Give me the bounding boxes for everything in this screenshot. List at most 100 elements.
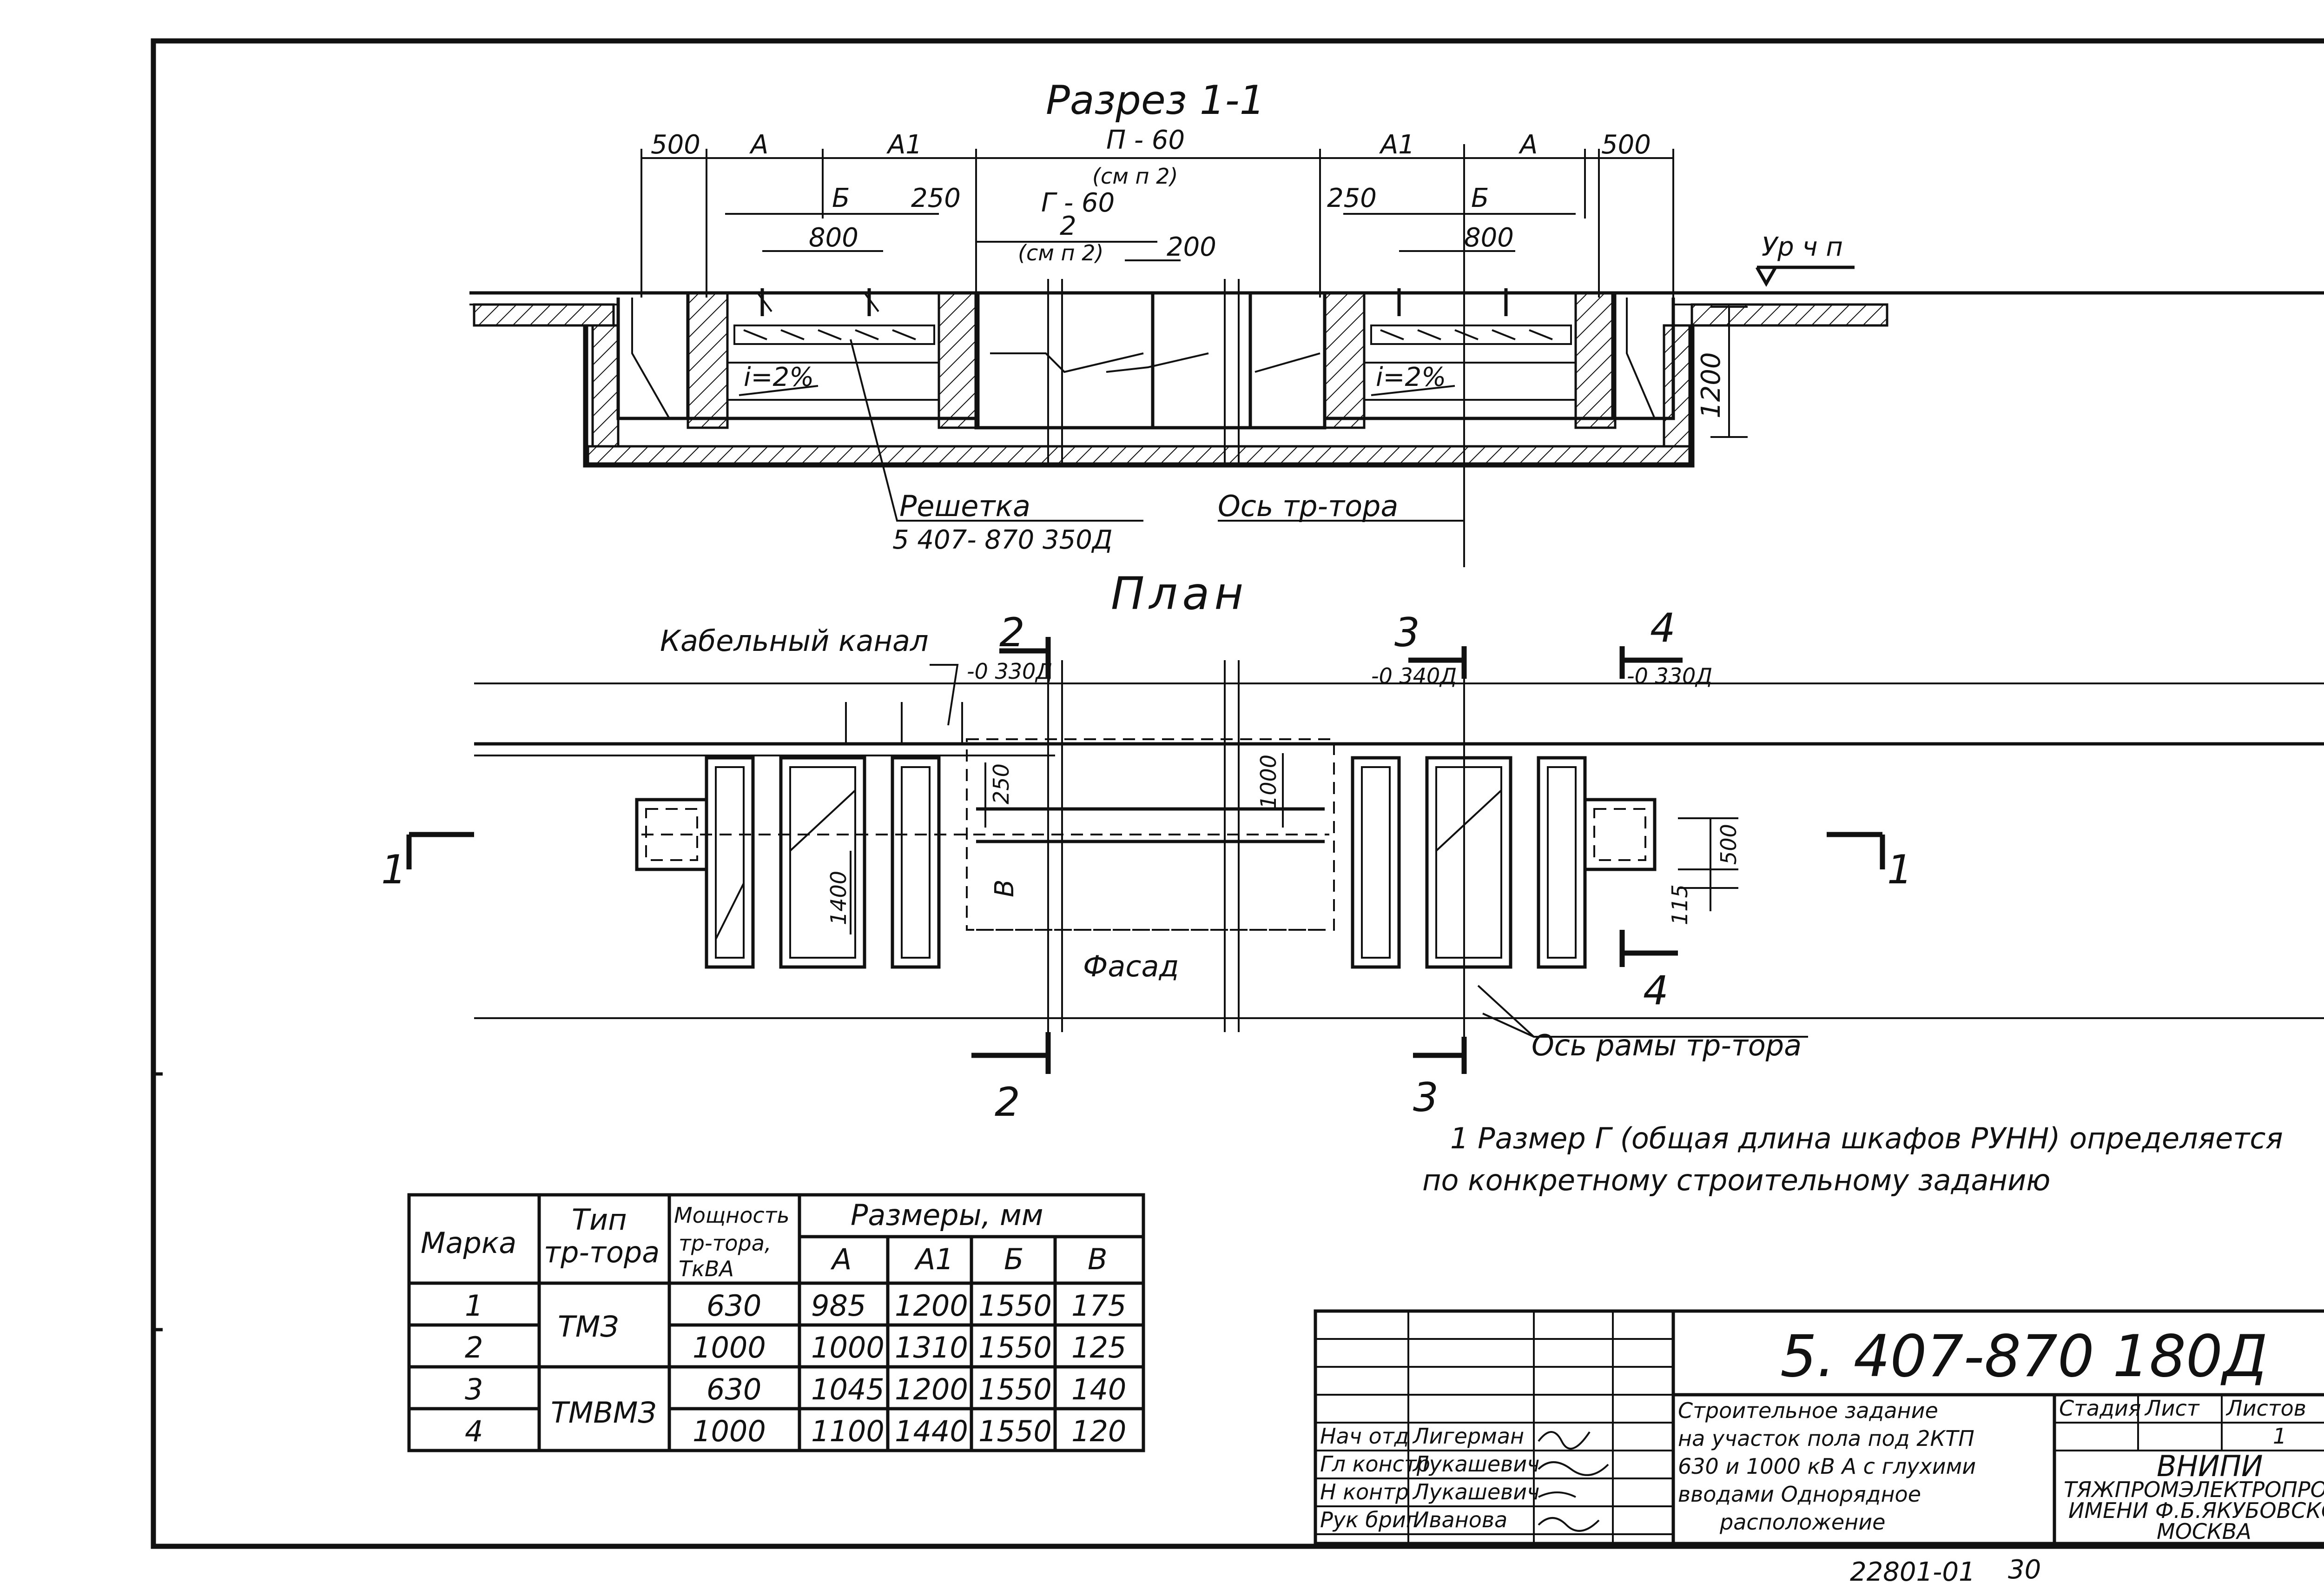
dim-b-left: Б bbox=[832, 183, 850, 213]
table-sub-v: В bbox=[1088, 1242, 1108, 1276]
table-cell-v: 175 bbox=[1071, 1289, 1126, 1323]
section1-right-marker: 1 bbox=[1887, 847, 1913, 893]
cut2-top-ref: -0 330Д bbox=[967, 659, 1052, 684]
dim-250-left: 250 bbox=[911, 183, 961, 213]
dim-800-left: 800 bbox=[809, 223, 858, 253]
dim-1400-plan: 1400 bbox=[826, 871, 851, 925]
dim-250-right: 250 bbox=[1327, 183, 1377, 213]
table-cell-mark: 1 bbox=[465, 1289, 483, 1323]
table-cell-v: 125 bbox=[1071, 1331, 1126, 1365]
table-row: 2 1000 1000 1310 1550 125 bbox=[465, 1331, 1126, 1365]
dim-500-right: 500 bbox=[1601, 130, 1651, 160]
cut3-top-number: 3 bbox=[1394, 610, 1420, 656]
table-row: 4 1000 1100 1440 1550 120 bbox=[465, 1414, 1126, 1448]
table-cell-a: 1100 bbox=[811, 1414, 885, 1448]
dim-500-plan: 500 bbox=[1716, 824, 1741, 865]
org-name-1: ВНИПИ bbox=[2157, 1449, 2263, 1483]
table-cell-mark: 2 bbox=[465, 1331, 483, 1365]
table-row: 3 630 1045 1200 1550 140 bbox=[465, 1372, 1126, 1406]
dim-500-left: 500 bbox=[651, 130, 700, 160]
table-header-power-1: Мощность bbox=[674, 1203, 790, 1228]
grating-label: Решетка bbox=[899, 489, 1030, 523]
dim-g60-fraction: 2 bbox=[1060, 211, 1076, 241]
sheet-header: Лист bbox=[2144, 1396, 2200, 1421]
floor-level-label: Ур ч п bbox=[1762, 232, 1843, 262]
table-cell-a: 1045 bbox=[811, 1372, 885, 1406]
dim-1000-plan: 1000 bbox=[1256, 755, 1281, 809]
grating-ref: 5 407- 870 350Д bbox=[892, 525, 1113, 555]
table-header-sizes: Размеры, мм bbox=[851, 1198, 1043, 1232]
dim-200: 200 bbox=[1167, 232, 1216, 262]
dim-800-right: 800 bbox=[1464, 223, 1514, 253]
table-header-power-2: тр-тора, bbox=[679, 1231, 772, 1256]
cut3-bottom-number: 3 bbox=[1413, 1074, 1439, 1121]
signatures bbox=[1538, 1431, 1609, 1532]
cut2-bottom-number: 2 bbox=[995, 1079, 1020, 1126]
dim-b-right: Б bbox=[1471, 183, 1489, 213]
table-header-type-1: Тип bbox=[572, 1203, 627, 1237]
dim-250-plan: 250 bbox=[989, 763, 1014, 804]
dim-g60-note: (см п 2) bbox=[1018, 240, 1103, 265]
table-cell-power: 630 bbox=[706, 1289, 761, 1323]
sheets-header: Листов bbox=[2225, 1396, 2306, 1421]
title-desc-4: вводами Однорядное bbox=[1678, 1482, 1921, 1507]
table-cell-v: 140 bbox=[1071, 1372, 1126, 1406]
table-cell-a1: 1200 bbox=[895, 1372, 968, 1406]
table-type-tmvmz: ТМВМЗ bbox=[551, 1396, 656, 1430]
dim-115-plan: 115 bbox=[1667, 884, 1692, 925]
stage-header: Стадия bbox=[2059, 1396, 2141, 1421]
table-cell-a: 985 bbox=[811, 1289, 866, 1323]
title-desc-3: 630 и 1000 кВ А с глухими bbox=[1678, 1454, 1976, 1479]
table-cell-v: 120 bbox=[1071, 1414, 1126, 1448]
cut2-top-number: 2 bbox=[999, 610, 1025, 656]
table-type-tmz: ТМЗ bbox=[558, 1310, 619, 1344]
org-name-3: ИМЕНИ Ф.Б.ЯКУБОВСКОГО bbox=[2068, 1498, 2324, 1523]
page-number: 30 bbox=[2008, 1555, 2041, 1585]
note-line-2: по конкретному строительному заданию bbox=[1422, 1163, 2051, 1197]
role-head-dept: Нач отд bbox=[1320, 1424, 1409, 1449]
dim-v-plan: В bbox=[990, 880, 1020, 897]
cut4-bottom-number: 4 bbox=[1643, 967, 1669, 1014]
table-cell-mark: 3 bbox=[465, 1372, 483, 1406]
title-block-grid bbox=[1314, 1309, 2324, 1545]
document-code: 5. 407-870 180Д bbox=[1780, 1323, 2268, 1390]
table-cell-b: 1550 bbox=[978, 1372, 1052, 1406]
table-cell-a1: 1440 bbox=[895, 1414, 968, 1448]
name-head-dept: Лигерман bbox=[1412, 1424, 1524, 1449]
table-cell-a1: 1200 bbox=[895, 1289, 968, 1323]
dim-a1-left: А1 bbox=[886, 130, 922, 160]
plan-title: План bbox=[1111, 568, 1248, 620]
table-cell-a: 1000 bbox=[811, 1331, 885, 1365]
drawing-frame bbox=[151, 38, 2324, 1549]
table-sub-a1: А1 bbox=[914, 1242, 954, 1276]
cut4-top-ref: -0 330Д bbox=[1627, 663, 1712, 689]
sizes-table-grid bbox=[407, 1193, 1145, 1452]
table-cell-power: 630 bbox=[706, 1372, 761, 1406]
cut4-top-number: 4 bbox=[1650, 605, 1676, 651]
table-sub-b: Б bbox=[1004, 1242, 1024, 1276]
dim-p60: П - 60 bbox=[1106, 125, 1185, 155]
role-standards-control: Н контр bbox=[1320, 1479, 1409, 1504]
section-title: Разрез 1-1 bbox=[1046, 77, 1265, 124]
table-cell-b: 1550 bbox=[978, 1414, 1052, 1448]
org-name-4: МОСКВА bbox=[2157, 1519, 2251, 1544]
dim-g60: Г - 60 bbox=[1041, 188, 1115, 218]
axis-label: Ось тр-тора bbox=[1218, 489, 1398, 523]
role-team-lead: Рук бриг bbox=[1320, 1507, 1418, 1532]
name-standards-control: Лукашевич bbox=[1412, 1479, 1539, 1504]
title-desc-2: на участок пола под 2КТП bbox=[1678, 1426, 1974, 1451]
name-team-lead: Иванова bbox=[1413, 1507, 1507, 1532]
table-cell-power: 1000 bbox=[693, 1414, 766, 1448]
dim-a-right: А bbox=[1519, 130, 1538, 160]
dim-a-left: А bbox=[749, 130, 768, 160]
cable-channel-label: Кабельный канал bbox=[660, 624, 929, 658]
table-cell-a1: 1310 bbox=[895, 1331, 968, 1365]
table-header-power-3: ТкВА bbox=[679, 1256, 734, 1281]
cut3-top-ref: -0 340Д bbox=[1371, 663, 1457, 689]
sheets-count: 1 bbox=[2273, 1424, 2286, 1449]
table-cell-mark: 4 bbox=[465, 1414, 483, 1448]
dim-p60-note: (см п 2) bbox=[1092, 164, 1178, 189]
title-desc-1: Строительное задание bbox=[1678, 1398, 1938, 1423]
title-desc-5: расположение bbox=[1719, 1510, 1885, 1535]
